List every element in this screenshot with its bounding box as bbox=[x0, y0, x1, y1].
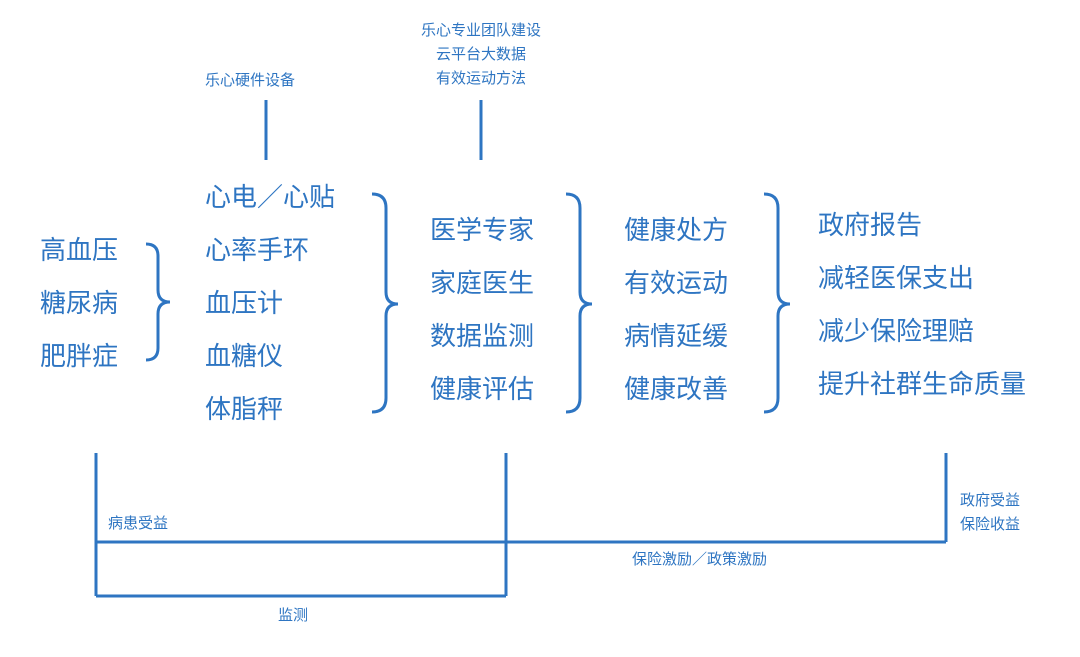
condition-item: 肥胖症 bbox=[40, 342, 119, 372]
outcomes-column: 健康处方 有效运动 病情延缓 健康改善 bbox=[624, 218, 728, 403]
team-label: 乐心专业团队建设 云平台大数据 有效运动方法 bbox=[398, 18, 564, 90]
gov-benefit-label: 政府受益 保险收益 bbox=[960, 488, 1020, 536]
bracket-services bbox=[565, 192, 593, 414]
service-item: 健康评估 bbox=[430, 375, 535, 405]
team-label-line: 乐心专业团队建设 bbox=[420, 21, 541, 39]
outcome-item: 病情延缓 bbox=[624, 322, 729, 352]
benefit-item: 提升社群生命质量 bbox=[818, 370, 1027, 400]
service-item: 家庭医生 bbox=[430, 269, 535, 299]
monitoring-label: 监测 bbox=[278, 606, 309, 624]
benefit-item: 减少保险理赔 bbox=[818, 317, 975, 347]
device-item: 体脂秤 bbox=[205, 395, 284, 425]
condition-item: 糖尿病 bbox=[40, 289, 119, 319]
conditions-column: 高血压 糖尿病 肥胖症 bbox=[40, 238, 118, 370]
bracket-conditions bbox=[145, 242, 171, 362]
benefits-column: 政府报告 减轻医保支出 减少保险理赔 提升社群生命质量 bbox=[818, 213, 1026, 398]
patient-benefit-label: 病患受益 bbox=[108, 514, 169, 532]
incentive-label: 保险激励／政策激励 bbox=[632, 550, 768, 568]
benefit-item: 减轻医保支出 bbox=[818, 264, 975, 294]
outcome-item: 健康处方 bbox=[624, 216, 729, 246]
hardware-label: 乐心硬件设备 bbox=[205, 71, 296, 89]
outcome-item: 健康改善 bbox=[624, 375, 729, 405]
service-item: 医学专家 bbox=[430, 216, 535, 246]
condition-item: 高血压 bbox=[40, 236, 119, 266]
outcome-item: 有效运动 bbox=[624, 269, 729, 299]
device-item: 心率手环 bbox=[205, 236, 310, 266]
service-item: 数据监测 bbox=[430, 322, 535, 352]
team-label-line: 云平台大数据 bbox=[435, 45, 526, 63]
benefit-item: 政府报告 bbox=[818, 211, 923, 241]
devices-column: 心电／心贴 心率手环 血压计 血糖仪 体脂秤 bbox=[205, 185, 335, 423]
team-label-line: 有效运动方法 bbox=[435, 69, 526, 87]
device-item: 血压计 bbox=[205, 289, 284, 319]
device-item: 心电／心贴 bbox=[205, 183, 336, 213]
device-item: 血糖仪 bbox=[205, 342, 284, 372]
bracket-devices bbox=[371, 192, 399, 414]
gov-benefit-line: 保险收益 bbox=[960, 515, 1021, 533]
bracket-outcomes bbox=[763, 192, 791, 414]
services-column: 医学专家 家庭医生 数据监测 健康评估 bbox=[430, 218, 534, 403]
gov-benefit-line: 政府受益 bbox=[960, 491, 1021, 509]
